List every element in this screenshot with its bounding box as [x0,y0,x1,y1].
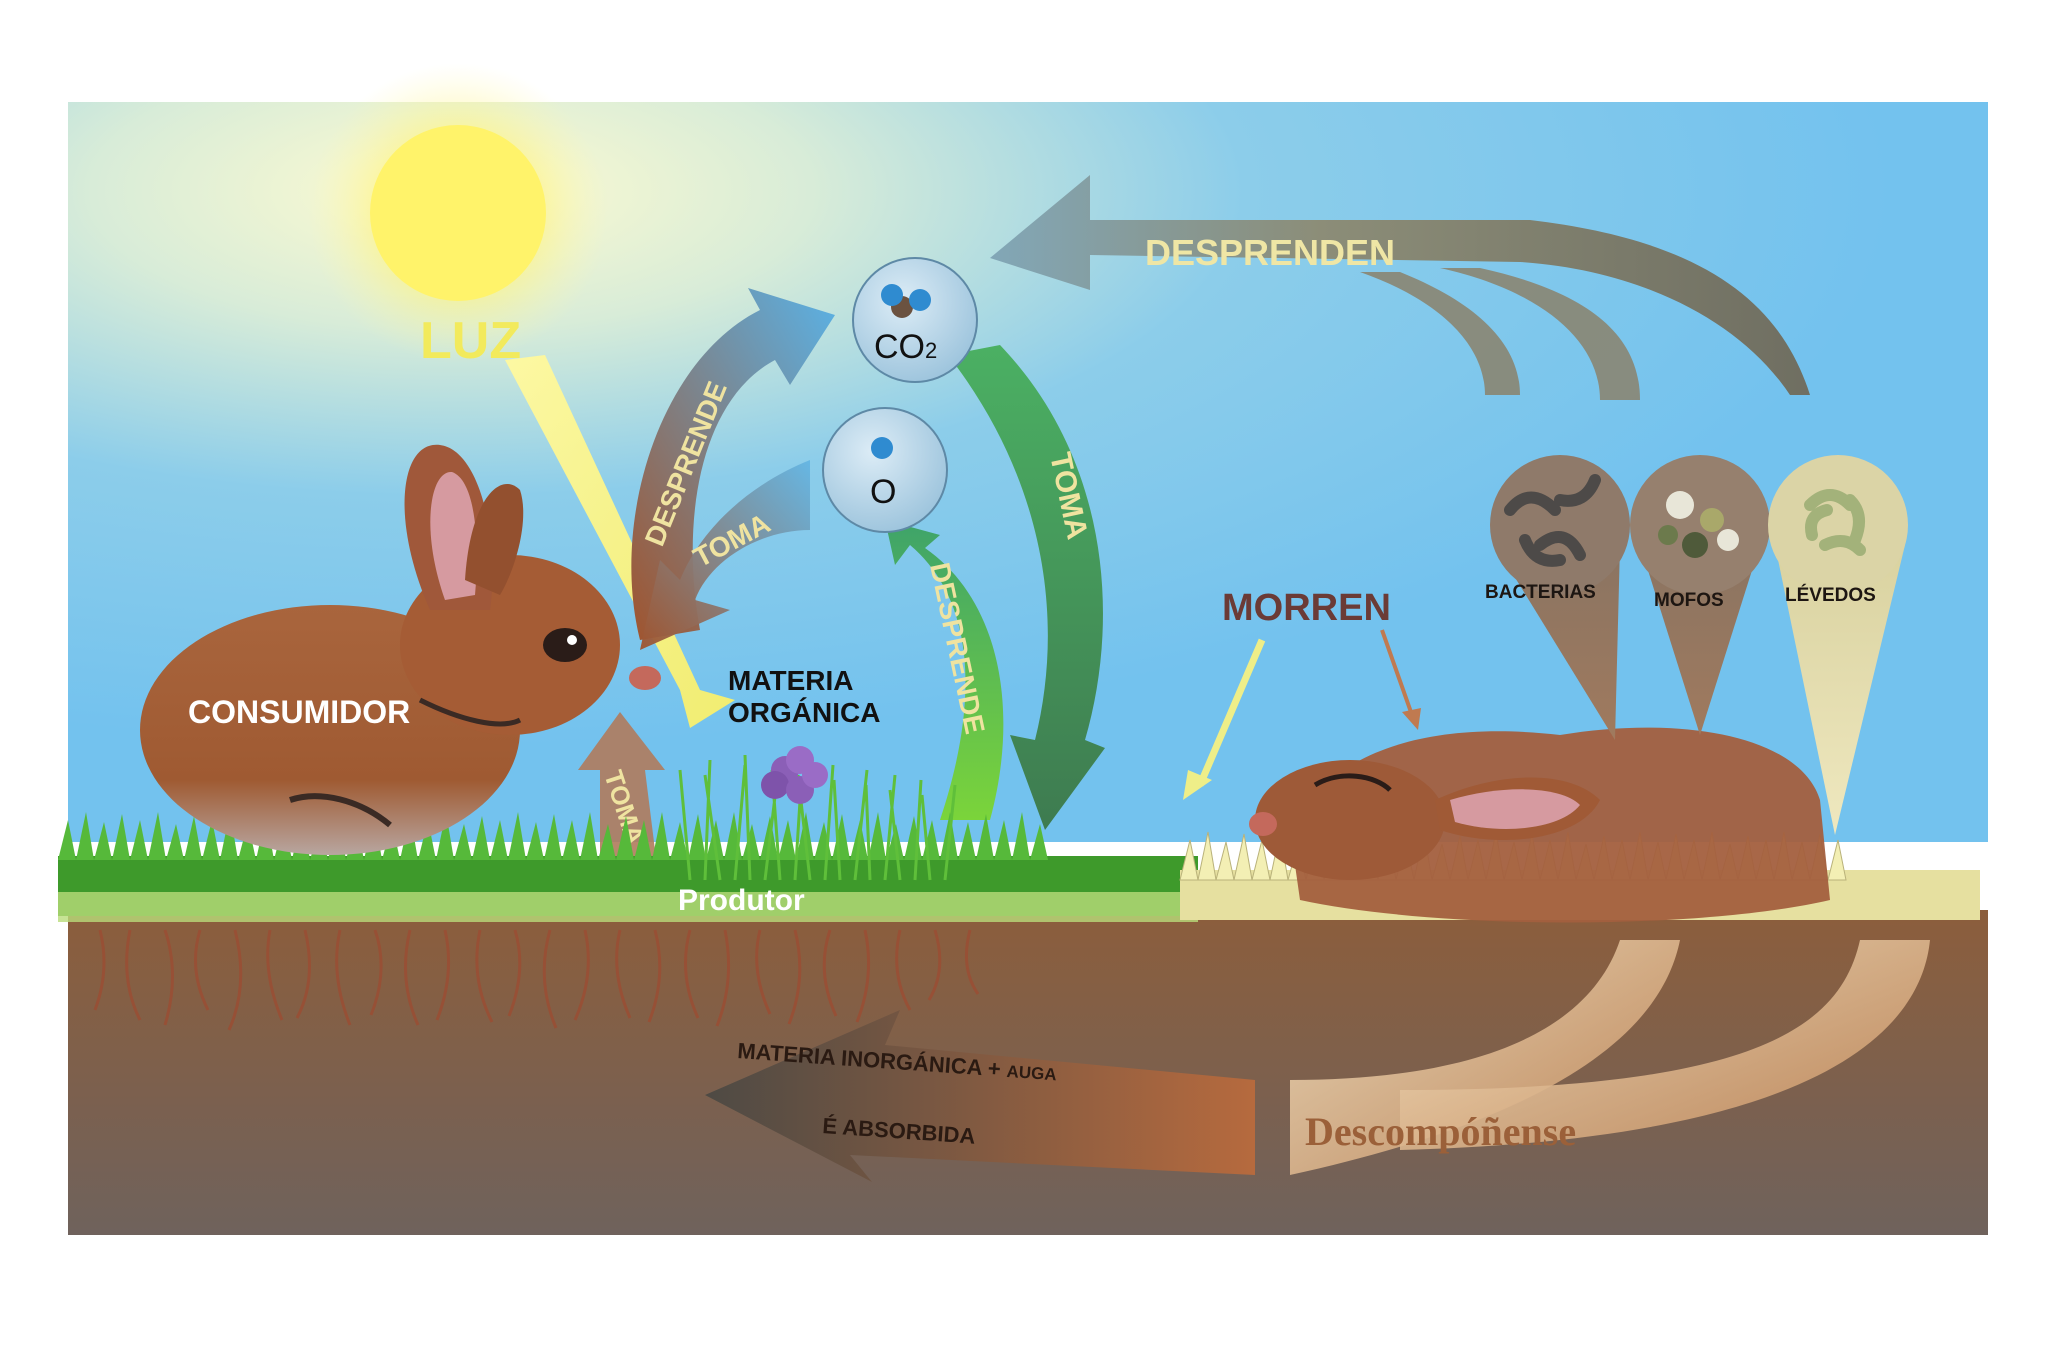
sun-icon [308,63,608,363]
morren-arrows [1183,629,1421,800]
materia-organica-label-line1: MATERIA [728,665,853,696]
plant-roots [93,929,980,1031]
oxygen-label: O [870,473,896,511]
consumidor-label: CONSUMIDOR [188,694,410,730]
inorganic-matter-arrow [705,1010,1255,1182]
bacterias-label: BACTERIAS [1485,582,1596,603]
luz-label: LUZ [420,312,521,370]
oxygen-bubble [822,407,948,533]
desprende-left-arrow [631,288,835,640]
co2-bubble [852,257,978,383]
toma-left-arrow [640,460,810,650]
toma-right-arrow [948,345,1105,830]
bacteria-icon [1490,455,1630,595]
decompose-arcs [1290,940,1930,1175]
materia-organica-label-line2: ORGÁNICA [728,697,880,728]
producer-grass [678,754,957,881]
consumer-rabbit [140,444,661,855]
flower-icon [761,746,828,804]
desprenden-arrows [990,175,1810,400]
mold-icon [1630,455,1770,595]
produtor-label: Produtor [678,884,805,917]
morren-label: MORREN [1222,587,1391,629]
desprende-right-arrow [885,520,1004,820]
light-beam [505,355,735,728]
co2-label: CO2 [874,328,937,366]
desprenden-label: DESPRENDEN [1145,232,1395,273]
descompo-label: Descompóñense [1305,1109,1576,1154]
mofos-label: MOFOS [1654,590,1724,611]
yeast-icon [1768,455,1908,595]
levedos-label: LÉVEDOS [1785,584,1876,606]
dead-rabbit [1249,727,1830,923]
decomposer-funnels [1495,545,1905,835]
